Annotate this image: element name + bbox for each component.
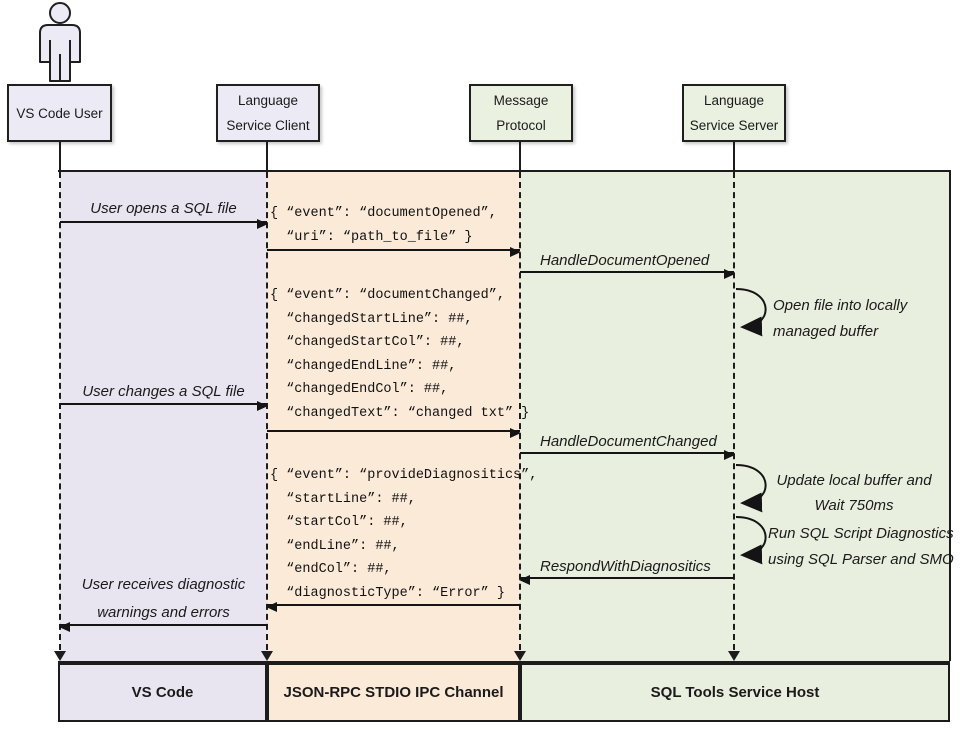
band-bottom-border — [58, 661, 950, 663]
lane-band-vscode — [60, 172, 267, 661]
lane-label: VS Code — [131, 684, 194, 701]
lifeline-stub — [519, 142, 521, 172]
lifeline-language-service-server — [733, 172, 735, 650]
lane-band-channel — [267, 172, 520, 661]
lifeline-end-arrow-icon — [728, 651, 740, 661]
lane-label: SQL Tools Service Host — [650, 684, 820, 701]
label-user-changes-file: User changes a SQL file — [82, 383, 245, 400]
note-update-buffer-wait: Update local buffer and Wait 750ms — [776, 472, 932, 514]
participant-vscode-user: VS Code User — [7, 84, 112, 142]
label-respond-with-diagnostics: RespondWithDiagnositics — [540, 558, 711, 575]
lifeline-vscode-user — [59, 172, 61, 650]
note-open-file-buffer: Open file into locally managed buffer — [773, 297, 908, 340]
participant-label: Language — [237, 93, 299, 108]
json-provide-diagnostics: { “event”: “provideDiagnositics”, “start… — [270, 468, 538, 601]
lifeline-end-arrow-icon — [54, 651, 66, 661]
participant-label: Protocol — [496, 118, 546, 133]
arrow-user-opens-file — [60, 219, 268, 229]
participant-label: VS Code User — [16, 105, 103, 121]
arrow-respond-with-diagnostics — [519, 575, 734, 585]
arrow-diagnostics-to-user — [59, 622, 267, 632]
label-user-receives-diagnostics: User receives diagnostic warnings and er… — [81, 576, 246, 621]
note-run-sql-diagnostics: Run SQL Script Diagnostics using SQL Par… — [768, 525, 954, 568]
band-top-border — [58, 170, 950, 172]
lane-box-vscode: VS Code — [58, 663, 267, 722]
band-right-border — [949, 170, 951, 661]
lifeline-end-arrow-icon — [261, 651, 273, 661]
label-handle-document-opened: HandleDocumentOpened — [540, 252, 710, 269]
participant-label: Language — [703, 93, 765, 108]
lane-band-host — [520, 172, 950, 661]
participant-language-service-client: Language Service Client — [216, 84, 320, 142]
user-actor-icon — [39, 2, 81, 82]
participant-label: Service Server — [689, 118, 779, 133]
arrow-user-changes-file — [60, 401, 268, 411]
arrow-document-opened-json — [267, 247, 521, 257]
lifeline-stub — [733, 142, 735, 172]
participant-language-service-server: Language Service Server — [682, 84, 786, 142]
arrow-handle-document-opened — [520, 269, 735, 279]
label-user-opens-file: User opens a SQL file — [90, 200, 237, 217]
lane-box-json-rpc-channel: JSON-RPC STDIO IPC Channel — [267, 663, 520, 722]
lane-box-sql-tools-service-host: SQL Tools Service Host — [520, 663, 950, 722]
lifeline-stub — [266, 142, 268, 172]
arrow-diagnostics-to-client — [266, 602, 520, 612]
participant-message-protocol: Message Protocol — [469, 84, 573, 142]
lifeline-message-protocol — [519, 172, 521, 650]
lane-label: JSON-RPC STDIO IPC Channel — [283, 684, 504, 701]
label-handle-document-changed: HandleDocumentChanged — [540, 433, 717, 450]
json-document-changed: { “event”: “documentChanged”, “changedSt… — [270, 288, 530, 421]
arrow-handle-document-changed — [520, 450, 735, 460]
participant-label: Message — [493, 93, 549, 108]
json-document-opened: { “event”: “documentOpened”, “uri”: “pat… — [270, 206, 497, 245]
participant-label: Service Client — [226, 118, 310, 133]
lifeline-language-service-client — [266, 172, 268, 650]
lifeline-stub — [59, 142, 61, 172]
arrow-document-changed-json — [267, 428, 521, 438]
lifeline-end-arrow-icon — [514, 651, 526, 661]
